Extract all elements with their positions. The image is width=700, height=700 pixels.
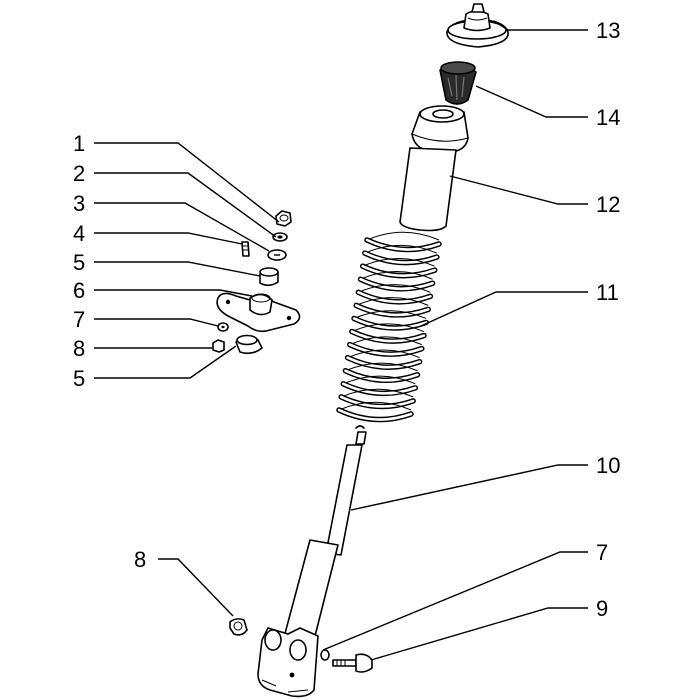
callout-5: 5 bbox=[73, 250, 85, 275]
callout-7-lower: 7 bbox=[596, 540, 608, 565]
spring-coil-back bbox=[360, 271, 433, 280]
spring-coil-back bbox=[356, 297, 429, 306]
part-13-top-cap bbox=[446, 3, 509, 48]
spring-coil-back bbox=[347, 349, 420, 359]
callout-3: 3 bbox=[73, 191, 85, 216]
spring-coil-back bbox=[345, 362, 418, 372]
part-7-washer bbox=[217, 322, 229, 332]
spring-coil-front bbox=[342, 382, 417, 395]
callout-8-lower: 8 bbox=[134, 547, 146, 572]
callout-13: 13 bbox=[596, 18, 620, 43]
spring-coil-front bbox=[350, 330, 426, 343]
callout-14: 14 bbox=[596, 105, 620, 130]
callout-labels: 1 2 3 4 5 6 7 8 5 13 14 12 11 10 8 7 9 bbox=[73, 18, 620, 621]
callout-9: 9 bbox=[596, 596, 608, 621]
callout-2: 2 bbox=[73, 161, 85, 186]
part-10-shock-body bbox=[257, 425, 367, 698]
callout-4: 4 bbox=[73, 221, 85, 246]
spring-coil-front bbox=[344, 369, 419, 382]
spring-coil-front bbox=[346, 356, 421, 369]
callout-6: 6 bbox=[73, 278, 85, 303]
callout-11: 11 bbox=[596, 280, 619, 305]
part-9-bolt bbox=[332, 653, 373, 673]
part-2-washer bbox=[272, 232, 288, 242]
spring-coil-back bbox=[351, 323, 425, 332]
part-3-washer bbox=[267, 249, 287, 261]
part-6-mount-plate bbox=[216, 292, 301, 333]
part-12-boot-tube bbox=[399, 105, 469, 232]
spring-coil-back bbox=[362, 258, 435, 267]
part-11-coil-spring bbox=[336, 231, 442, 423]
spring-coil-back bbox=[353, 310, 427, 319]
spring-coil-back bbox=[364, 244, 438, 254]
spring-coil-front bbox=[348, 343, 424, 356]
spring-coil-front bbox=[363, 251, 439, 264]
spring-coil-back bbox=[358, 284, 431, 293]
part-1-nut bbox=[275, 210, 292, 227]
part-5-bushing-bottom bbox=[235, 334, 263, 355]
spring-coil-front bbox=[337, 408, 413, 421]
spring-coil-front bbox=[361, 264, 436, 277]
callout-8: 8 bbox=[73, 336, 85, 361]
part-7-lower-washer bbox=[320, 649, 330, 661]
spring-coil-back bbox=[340, 388, 414, 398]
spring-coil-front bbox=[365, 238, 441, 251]
part-14-bump-stop bbox=[439, 61, 477, 105]
callout-7: 7 bbox=[73, 307, 85, 332]
callout-10: 10 bbox=[596, 453, 620, 478]
part-8-lower-nut bbox=[229, 618, 248, 636]
spring-coil-back bbox=[366, 231, 440, 241]
part-4-stud bbox=[241, 241, 250, 257]
callout-5-lower: 5 bbox=[73, 366, 85, 391]
callout-1: 1 bbox=[73, 131, 85, 156]
spring-coil-front bbox=[339, 395, 415, 408]
spring-coil-front bbox=[357, 291, 432, 304]
spring-coil-front bbox=[354, 304, 430, 317]
spring-coil-back bbox=[349, 336, 422, 346]
part-8-nut bbox=[212, 339, 225, 353]
spring-coil-front bbox=[359, 277, 434, 291]
callout-12: 12 bbox=[596, 192, 620, 217]
leader-lines bbox=[94, 20, 588, 661]
part-5-bushing-top bbox=[259, 267, 279, 287]
spring-coil-back bbox=[343, 375, 416, 385]
spring-coil-back bbox=[338, 401, 412, 411]
spring-coil-front bbox=[352, 317, 428, 330]
